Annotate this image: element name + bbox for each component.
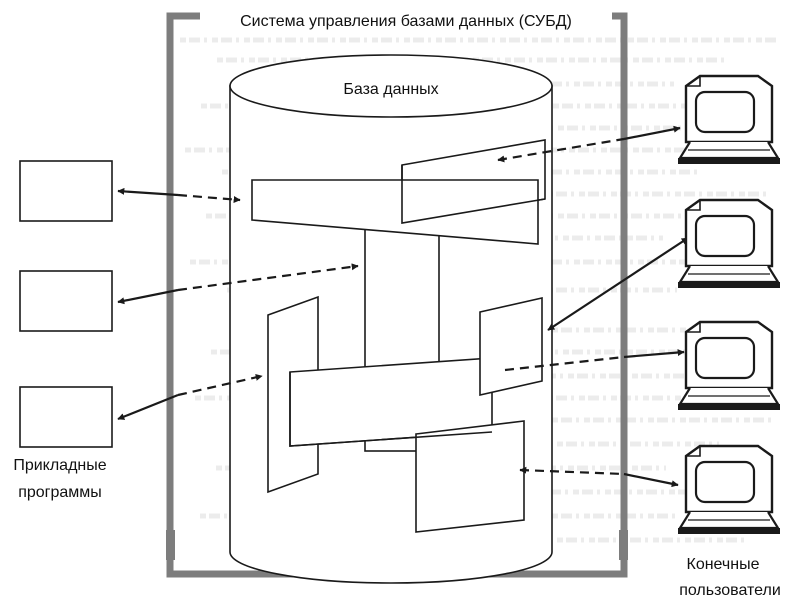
frame-tab-right: [619, 530, 628, 560]
computer-terminal-icon: [678, 320, 780, 410]
arrow-user1-solid: [623, 125, 681, 141]
arrow-user1-dashed: [497, 137, 625, 163]
computer-terminal-icon: [678, 444, 780, 534]
arrow-app2-solid: [117, 288, 179, 305]
arrow-app2-dashed: [177, 263, 359, 292]
view-top-right-edge: [401, 165, 546, 224]
application-box-3: [19, 386, 113, 448]
arrow-user4-dashed: [519, 466, 625, 476]
applications-label-line1: Прикладные: [13, 457, 106, 474]
view-left-horizontal: [251, 179, 539, 245]
arrow-app1-dashed: [177, 193, 241, 203]
application-box-2: [19, 270, 113, 332]
arrow-user2: [547, 237, 689, 331]
view-bottom: [415, 420, 525, 533]
arrow-app3-solid: [117, 393, 179, 421]
database-label: База данных: [343, 81, 438, 98]
arrow-user3-dashed: [504, 355, 625, 372]
end-users-label-line2: пользователи: [679, 582, 781, 599]
computer-terminal-icon: [678, 198, 780, 288]
end-users-label-line1: Конечные: [687, 556, 760, 573]
frame-tab-left: [166, 530, 175, 560]
view-right-small: [479, 296, 543, 397]
arrow-app1-solid: [117, 187, 179, 197]
application-box-1: [19, 160, 113, 222]
arrow-user4-solid: [623, 472, 679, 488]
computer-terminal-icon: [678, 74, 780, 164]
applications-label-line2: программы: [18, 484, 102, 501]
arrow-user3-solid: [623, 349, 685, 359]
dbms-title: Система управления базами данных (СУБД): [240, 13, 572, 30]
view-middle-edge: [289, 372, 493, 447]
